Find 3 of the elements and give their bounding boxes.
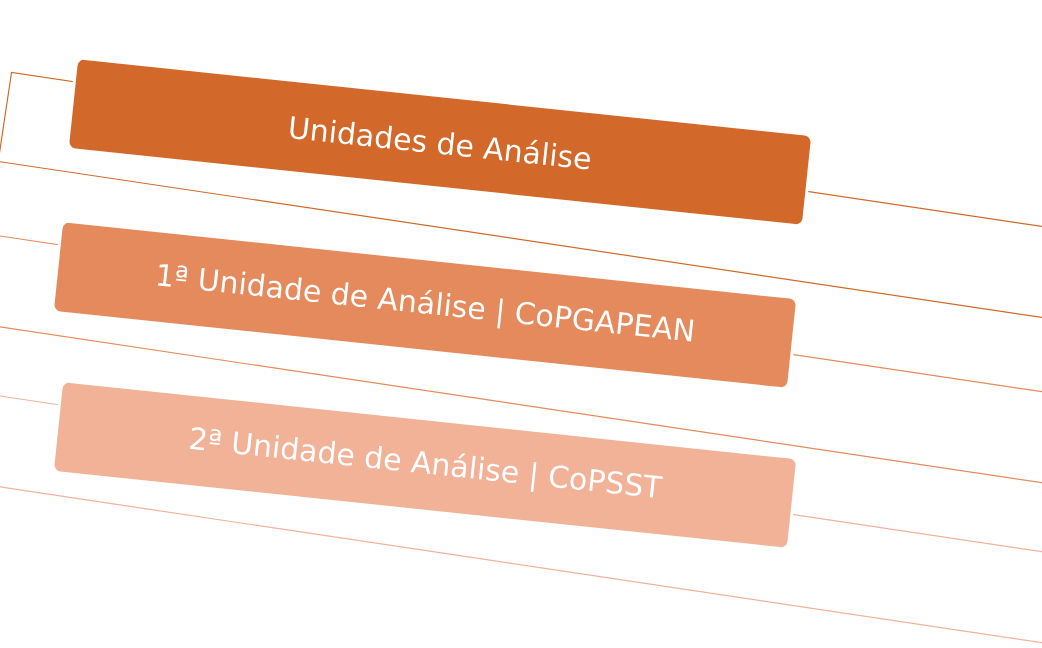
rotated-box: Unidades de Análise [66,56,814,228]
rotated-box: 2ª Unidade de Análise | CoPSST [51,379,799,551]
rotated-box: 1ª Unidade de Análise | CoPGAPEAN [51,219,799,391]
